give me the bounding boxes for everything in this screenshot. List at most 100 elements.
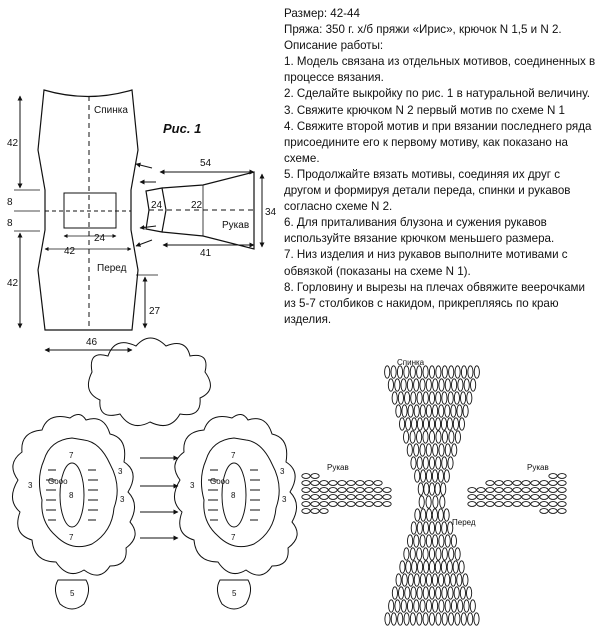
assembly-motif <box>387 378 394 392</box>
assembly-sleeve-left-motif <box>319 480 329 486</box>
assembly-motif <box>463 378 470 392</box>
assembly-motif <box>435 456 442 470</box>
assembly-motif <box>444 404 451 418</box>
assembly-sleeve-right-motif <box>539 494 549 500</box>
assembly-sleeve-left-motif <box>301 508 311 514</box>
assembly-motif <box>410 586 417 600</box>
step-4: 4. Свяжите второй мотив и при вязании по… <box>284 119 592 165</box>
assembly-sleeve-left-motif <box>310 494 320 500</box>
assembly-sleeve-left-motif <box>364 501 374 507</box>
assembly-motif <box>422 365 429 379</box>
assembly-sleeve-right-motif <box>521 480 531 486</box>
assembly-motif <box>458 560 465 574</box>
assembly-sleeve-left-motif <box>310 480 320 486</box>
assembly-motif <box>403 612 410 626</box>
assembly-sleeve-right-motif <box>512 494 522 500</box>
assembly-motif <box>409 365 416 379</box>
assembly-motif <box>428 430 436 444</box>
assembly-motif <box>469 599 476 613</box>
assembly-motif <box>425 534 432 548</box>
motif-right-num-7-top: 7 <box>231 451 236 460</box>
assembly-motif <box>443 469 450 483</box>
assembly-motif <box>428 560 436 574</box>
assembly-sleeve-left-motif <box>346 487 356 493</box>
assembly-motif <box>460 365 468 379</box>
assembly-motif <box>432 534 439 548</box>
assembly-motif <box>425 404 432 418</box>
assembly-motif <box>384 612 391 626</box>
assembly-motif <box>456 404 463 418</box>
assembly-motif <box>413 534 420 548</box>
assembly-sleeve-left-motif <box>337 494 347 500</box>
assembly-sleeve-left-motif <box>364 494 374 500</box>
assembly-motif <box>457 599 464 613</box>
assembly-motif <box>414 469 421 483</box>
assembly-sleeve-left-motif <box>301 487 311 493</box>
assembly-motif <box>441 456 448 470</box>
motif-left-num-7-bot: 7 <box>69 533 74 542</box>
assembly-sleeve-right-motif <box>530 494 540 500</box>
assembly-motif <box>438 573 445 587</box>
assembly-sleeve-right-motif <box>548 508 558 514</box>
assembly-motif <box>462 404 469 418</box>
assembly-sleeve-right-motif <box>485 501 495 507</box>
assembly-scheme <box>301 365 567 626</box>
assembly-motif <box>407 404 414 418</box>
assembly-motif <box>431 573 439 587</box>
assembly-motif <box>428 391 436 405</box>
assembly-motif <box>425 599 432 613</box>
assembly-motif <box>391 391 398 405</box>
assembly-motif <box>426 508 433 522</box>
assembly-motif <box>419 573 426 587</box>
assembly-motif <box>395 404 402 418</box>
assembly-sleeve-left-motif <box>373 501 383 507</box>
assembly-motif <box>406 443 413 457</box>
assembly-motif <box>406 378 413 392</box>
assembly-motif <box>435 521 442 535</box>
assembly-sleeve-left-motif <box>301 473 311 479</box>
assembly-motif <box>416 612 423 626</box>
assembly-motif <box>435 430 442 444</box>
assembly-motif <box>422 586 429 600</box>
assembly-sleeve-left-motif <box>319 501 329 507</box>
assembly-motif <box>448 365 455 379</box>
assembly-sleeve-right-motif <box>494 501 504 507</box>
assembly-motif <box>425 443 432 457</box>
front-label: Перед <box>97 263 127 274</box>
assembly-motif <box>404 391 411 405</box>
motif-right-center <box>221 462 247 528</box>
motif-left-num-3c: 3 <box>28 481 33 490</box>
assembly-sleeve-left-motif <box>310 508 320 514</box>
assembly-motif <box>428 365 436 379</box>
assembly-motif <box>399 560 406 574</box>
assembly-sleeve-left-motif <box>364 487 374 493</box>
motif-left <box>12 414 136 610</box>
assembly-sleeve-right-motif <box>530 487 540 493</box>
assembly-motif <box>419 443 426 457</box>
assembly-motif <box>409 430 416 444</box>
assembly-sleeve-right-motif <box>521 487 531 493</box>
motif-right-num-3b: 3 <box>282 495 287 504</box>
assembly-sleeve-right-motif <box>548 494 558 500</box>
assembly-motif <box>446 417 453 431</box>
assembly-sleeve-right-motif <box>548 480 558 486</box>
assembly-motif <box>466 391 473 405</box>
assembly-motif <box>422 456 429 470</box>
assembly-motif <box>388 599 395 613</box>
assembly-sleeve-right-motif <box>557 480 567 486</box>
assembly-motif <box>441 612 448 626</box>
assembly-motif <box>432 378 439 392</box>
assembly-motif <box>450 404 457 418</box>
step-3: 3. Свяжите крючком N 2 первый мотив по с… <box>284 103 565 117</box>
assembly-motif <box>399 417 406 431</box>
dim-sleeve-34: 34 <box>265 207 277 218</box>
motif-right-num-7-bot: 7 <box>231 533 236 542</box>
assembly-sleeve-right-motif <box>557 494 567 500</box>
dim-sleeve-24: 24 <box>151 200 163 211</box>
motif-left-num-7-top: 7 <box>69 451 74 460</box>
assembly-sleeve-right-motif <box>503 494 513 500</box>
assembly-motif <box>459 586 466 600</box>
assembly-motif <box>446 560 453 574</box>
assembly-sleeve-left-motif <box>301 494 311 500</box>
assembly-motif <box>422 417 430 431</box>
